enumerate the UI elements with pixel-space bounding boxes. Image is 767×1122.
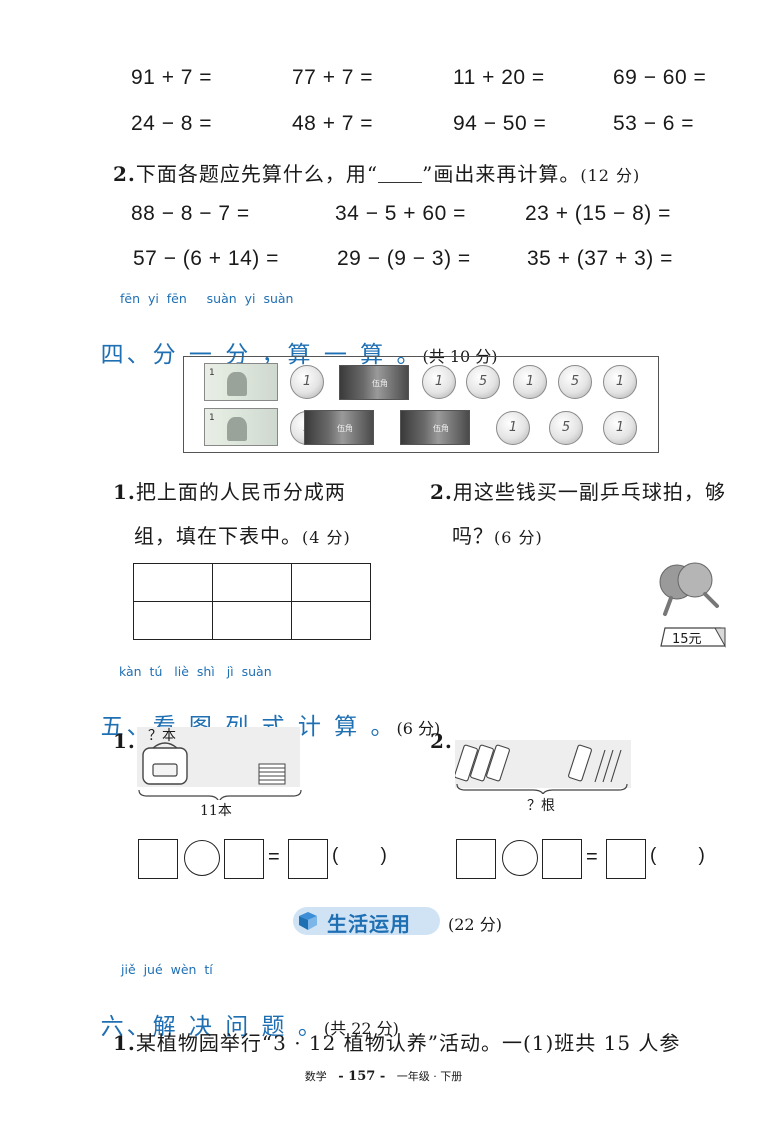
section-4-q2-line1: 2.用这些钱买一副乒乓球拍，够 (430, 476, 726, 505)
prompt-text: 把上面的人民币分成两 (135, 480, 346, 504)
section-6-q1: 1.某植物园举行“3 · 12 植物认养”活动。一(1)班共 15 人参 (113, 1027, 680, 1056)
calc-item: 57 − (6 + 14) = (133, 247, 279, 270)
equals-sign: = (268, 846, 280, 868)
calc-item: 24 − 8 = (131, 112, 213, 135)
question-label: ？本 (148, 728, 176, 744)
section-5-pinyin: kàn tú liè shì jì suàn (119, 664, 272, 679)
points: (4 分) (302, 528, 351, 547)
banner-title: 生活运用 (327, 912, 411, 936)
banner-points: (22 分) (448, 915, 502, 934)
calc-item: 53 − 6 = (613, 112, 695, 135)
answer-box[interactable] (606, 839, 646, 879)
price-tag: 15元 (672, 632, 702, 647)
grid-cell[interactable] (133, 601, 213, 640)
section-title-text: 四、分 一 分 ，算 一 算 。 (100, 342, 423, 368)
prompt-text: 吗？ (452, 524, 494, 548)
calc-item: 94 − 50 = (453, 112, 547, 135)
coin-one-jiao: 1 (422, 365, 456, 399)
footer-grade: 一年级 · 下册 (396, 1070, 463, 1083)
section-6-pinyin: jiě jué wèn tí (121, 962, 213, 977)
answer-box[interactable] (542, 839, 582, 879)
question-label: ？根 (527, 798, 555, 814)
calc-item: 35 + (37 + 3) = (527, 247, 673, 270)
money-panel: 1 1 伍角 1 5 1 5 1 1 1 伍角 伍角 1 5 1 (183, 356, 659, 453)
prompt-text: 下面各题应先算什么，用“ (135, 162, 379, 186)
one-yuan-note: 1 (204, 408, 278, 446)
answer-box[interactable] (288, 839, 328, 879)
coin-five-jiao: 5 (558, 365, 592, 399)
page-footer: 数学 - 157 - 一年级 · 下册 (0, 1068, 767, 1084)
answer-box[interactable] (456, 839, 496, 879)
question-2-prompt: 2.下面各题应先算什么，用“ ”画出来再计算。(12 分) (113, 158, 640, 187)
grid-cell[interactable] (212, 601, 292, 640)
five-jiao-note: 伍角 (304, 410, 374, 445)
problem-1-number: 1. (113, 729, 136, 753)
calc-item: 77 + 7 = (292, 66, 374, 89)
grid-cell[interactable] (133, 563, 213, 602)
calc-item: 88 − 8 − 7 = (131, 202, 250, 225)
section-4-q1-line2: 组，填在下表中。(4 分) (134, 520, 351, 549)
question-number: 2. (113, 162, 136, 186)
points: (6 分) (494, 528, 543, 547)
underline-blank (378, 164, 423, 183)
grid-cell[interactable] (291, 601, 371, 640)
calc-item: 11 + 20 = (453, 66, 545, 89)
life-application-banner: 生活运用 (293, 907, 440, 936)
page-number: - 157 - (338, 1069, 386, 1084)
cube-icon (299, 912, 317, 930)
question-number: 2. (430, 480, 453, 504)
coin-one-jiao: 1 (603, 365, 637, 399)
calc-item: 91 + 7 = (131, 66, 213, 89)
section-6-title: 六、解 决 问 题 。(共 22 分) (80, 981, 399, 1041)
schoolbag-books-icon (138, 742, 302, 800)
sticks-bundles-icon (455, 744, 628, 794)
one-yuan-note: 1 (204, 363, 278, 401)
points: (共 22 分) (323, 1019, 399, 1038)
calc-item: 48 + 7 = (292, 112, 374, 135)
prompt-text: 用这些钱买一副乒乓球拍，够 (452, 480, 726, 504)
unit-parentheses[interactable]: ( ) (332, 845, 387, 866)
section-4-q2-line2: 吗？(6 分) (452, 520, 543, 549)
section-4-pinyin: fēn yi fēn suàn yi suàn (120, 291, 294, 306)
calc-item: 34 − 5 + 60 = (335, 202, 466, 225)
coin-one-jiao: 1 (603, 411, 637, 445)
coin-one-jiao: 1 (290, 365, 324, 399)
problem-2-number: 2. (430, 729, 453, 753)
five-jiao-note: 伍角 (339, 365, 409, 400)
points: (6 分) (396, 719, 441, 738)
five-jiao-note: 伍角 (400, 410, 470, 445)
points: (12 分) (580, 166, 641, 185)
grid-cell[interactable] (291, 563, 371, 602)
calc-item: 29 − (9 − 3) = (337, 247, 471, 270)
answer-box[interactable] (224, 839, 264, 879)
section-title-text: 六、解 决 问 题 。 (100, 1014, 324, 1040)
footer-subject: 数学 (304, 1070, 327, 1083)
total-label: 11本 (200, 803, 232, 819)
prompt-text: 某植物园举行“3 · 12 植物认养”活动。一(1)班共 15 人参 (135, 1031, 681, 1055)
operator-circle[interactable] (502, 840, 538, 876)
operator-circle[interactable] (184, 840, 220, 876)
coin-one-jiao: 1 (496, 411, 530, 445)
answer-grid (133, 563, 371, 640)
prompt-text: 组，填在下表中。 (134, 524, 302, 548)
prompt-text: ”画出来再计算。 (422, 162, 581, 186)
ping-pong-paddles-icon (659, 562, 726, 648)
section-4-q1-line1: 1.把上面的人民币分成两 (113, 476, 346, 505)
question-number: 1. (113, 480, 136, 504)
calc-item: 69 − 60 = (613, 66, 707, 89)
grid-cell[interactable] (212, 563, 292, 602)
coin-one-jiao: 1 (513, 365, 547, 399)
coin-five-jiao: 5 (549, 411, 583, 445)
coin-five-jiao: 5 (466, 365, 500, 399)
equals-sign: = (586, 846, 598, 868)
calc-item: 23 + (15 − 8) = (525, 202, 671, 225)
unit-parentheses[interactable]: ( ) (650, 845, 705, 866)
section-4-title: 四、分 一 分 ，算 一 算 。(共 10 分) (80, 309, 498, 369)
question-number: 1. (113, 1031, 136, 1055)
answer-box[interactable] (138, 839, 178, 879)
